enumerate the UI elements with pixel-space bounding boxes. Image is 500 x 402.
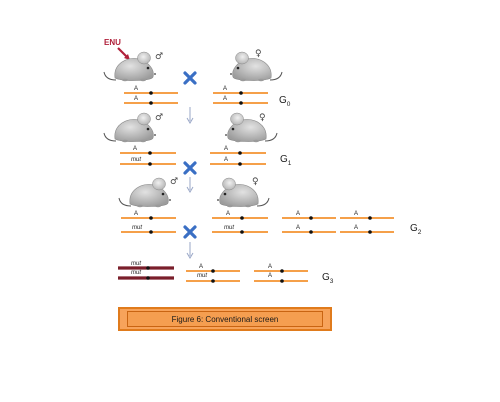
male-mouse-g2	[118, 177, 172, 208]
female-mouse-g2	[216, 177, 270, 208]
chromosome-pair-g0-female: A A	[213, 86, 268, 105]
generation-label-g2: G2	[410, 223, 422, 236]
female-symbol: ♀	[255, 49, 262, 59]
allele-label: A	[268, 264, 272, 270]
chromosome-pair-g0-male: A A	[124, 86, 178, 105]
allele-label: A	[223, 96, 227, 102]
chromosome-pair-g3-wild: A A	[254, 264, 308, 283]
cross-icon	[183, 225, 197, 239]
allele-label: A	[134, 211, 138, 217]
allele-label: mut	[132, 225, 142, 231]
allele-label: A	[224, 157, 228, 163]
allele-label: A	[226, 211, 230, 217]
allele-label: mut	[131, 157, 141, 163]
chromosome-pair-g2-1: A mut	[121, 211, 176, 234]
cross-icon	[183, 71, 197, 85]
allele-label: A	[354, 211, 358, 217]
down-arrow	[186, 107, 194, 124]
down-arrow	[186, 242, 194, 259]
allele-label: A	[296, 211, 300, 217]
generation-label-g0: G0	[279, 95, 291, 108]
allele-label: mut	[197, 273, 207, 279]
chromosome-pair-g1-male: A mut	[120, 146, 176, 166]
allele-label: A	[354, 225, 358, 231]
allele-label: A	[134, 96, 138, 102]
male-mouse-g0	[103, 51, 157, 82]
allele-label: mut	[131, 270, 141, 276]
enu-label: ENU	[104, 38, 121, 47]
enu-arrowhead	[124, 54, 130, 60]
allele-label: A	[199, 264, 203, 270]
allele-label: mut	[131, 261, 141, 267]
allele-label: A	[134, 86, 138, 92]
cross-icon	[183, 161, 197, 175]
enu-arrow	[117, 47, 128, 58]
female-symbol: ♀	[252, 177, 259, 187]
allele-label: A	[296, 225, 300, 231]
male-symbol: ♂	[170, 177, 178, 187]
allele-label: A	[223, 86, 227, 92]
chromosome-pair-g2-2: A mut	[212, 211, 268, 234]
allele-label: A	[268, 273, 272, 279]
female-mouse-g1	[224, 112, 278, 143]
figure-caption: Figure 6: Conventional screen	[127, 311, 323, 327]
generation-label-g3: G3	[322, 272, 334, 285]
down-arrow	[186, 177, 194, 193]
chromosome-pair-g2-3: A A	[282, 211, 336, 234]
allele-label: A	[133, 146, 137, 152]
female-symbol: ♀	[259, 113, 266, 123]
male-symbol: ♂	[155, 52, 163, 62]
generation-label-g1: G1	[280, 154, 292, 167]
male-mouse-g1	[103, 112, 157, 143]
chromosome-pair-g2-4: A A	[340, 211, 394, 234]
allele-label: mut	[224, 225, 234, 231]
figure-caption-box: Figure 6: Conventional screen	[118, 307, 332, 331]
chromosome-pair-g3-homozygous-mutant: mut mut	[118, 261, 174, 280]
allele-label: A	[224, 146, 228, 152]
chromosome-pair-g1-female: A A	[210, 146, 266, 166]
chromosome-pair-g3-het: A mut	[186, 264, 240, 283]
male-symbol: ♂	[155, 113, 163, 123]
